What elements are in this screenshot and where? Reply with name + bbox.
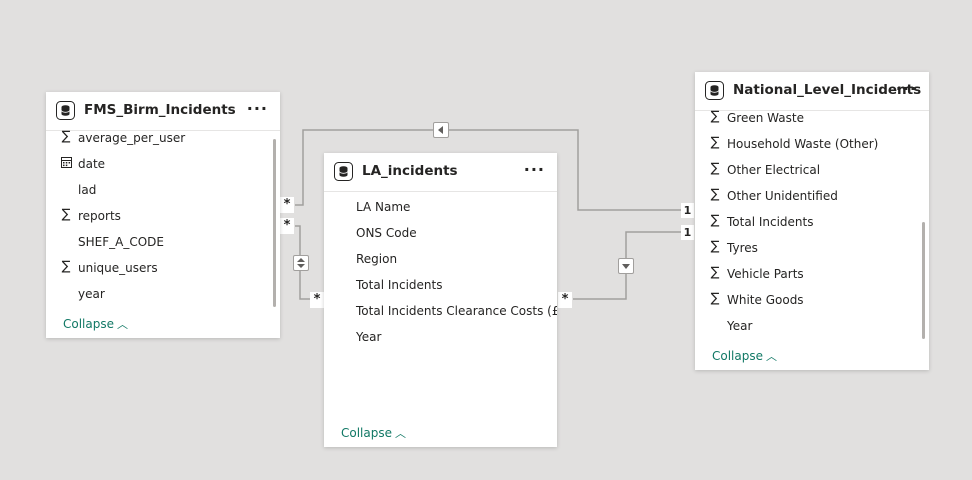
field-label: reports — [78, 209, 121, 223]
field-label: unique_users — [78, 261, 158, 275]
field-item[interactable]: SHEF_A_CODE — [46, 229, 280, 255]
field-label: Other Unidentified — [727, 189, 838, 203]
field-label: Other Electrical — [727, 163, 821, 177]
scrollbar[interactable] — [273, 139, 276, 307]
field-item[interactable]: date — [46, 151, 280, 177]
table-card-header[interactable]: National_Level_Incidents ··· — [695, 72, 929, 111]
field-item[interactable]: LA Name — [324, 194, 557, 220]
sigma-icon: ∑ — [710, 291, 720, 306]
table-icon — [334, 162, 353, 181]
field-item[interactable]: Year — [324, 324, 557, 350]
field-label: Total Incidents Clearance Costs (£) — [356, 304, 557, 318]
field-label: date — [78, 157, 106, 171]
table-icon — [56, 101, 75, 120]
field-item[interactable]: Total Incidents — [324, 272, 557, 298]
field-item[interactable]: ∑ reports — [46, 203, 280, 229]
filter-direction-down-icon[interactable] — [618, 258, 634, 274]
field-label: Year — [727, 319, 753, 333]
field-item[interactable]: ∑ Total Incidents — [695, 209, 929, 235]
field-label: White Goods — [727, 293, 804, 307]
table-title: FMS_Birm_Incidents — [84, 102, 236, 118]
collapse-button[interactable]: Collapse︿ — [63, 316, 128, 332]
table-card-la-incidents[interactable]: LA_incidents ··· LA Name ONS Code Region… — [324, 153, 557, 447]
table-card-fms-birm-incidents[interactable]: FMS_Birm_Incidents ··· ∑ average_per_user… — [46, 92, 280, 338]
table-card-national-level-incidents[interactable]: National_Level_Incidents ··· ∑ Green Wast… — [695, 72, 929, 370]
field-label: Year — [356, 330, 382, 344]
field-item[interactable]: year — [46, 281, 280, 307]
field-label: ONS Code — [356, 226, 417, 240]
field-label: Total Incidents — [727, 215, 814, 229]
sigma-icon: ∑ — [61, 259, 71, 274]
filter-direction-bidirectional-icon[interactable] — [293, 255, 309, 271]
sigma-icon: ∑ — [710, 135, 720, 150]
field-label: LA Name — [356, 200, 411, 214]
collapse-label: Collapse — [341, 426, 392, 440]
filter-direction-left-icon[interactable] — [433, 122, 449, 138]
sigma-icon: ∑ — [710, 187, 720, 202]
field-item[interactable]: ∑ Vehicle Parts — [695, 261, 929, 287]
field-label: Green Waste — [727, 111, 804, 125]
field-item[interactable]: ∑ Household Waste (Other) — [695, 131, 929, 157]
sigma-icon: ∑ — [710, 109, 720, 124]
field-label: Tyres — [727, 241, 758, 255]
table-icon — [705, 81, 724, 100]
field-item[interactable]: ∑ unique_users — [46, 255, 280, 281]
field-label: lad — [78, 183, 97, 197]
table-card-header[interactable]: FMS_Birm_Incidents ··· — [46, 92, 280, 131]
field-item[interactable]: ∑ Green Waste — [695, 105, 929, 131]
sigma-icon: ∑ — [61, 207, 71, 222]
field-item[interactable]: Total Incidents Clearance Costs (£) — [324, 298, 557, 324]
field-item[interactable]: lad — [46, 177, 280, 203]
field-item[interactable]: ∑ Other Unidentified — [695, 183, 929, 209]
sigma-icon: ∑ — [61, 129, 71, 144]
field-label: Household Waste (Other) — [727, 137, 879, 151]
field-item[interactable]: Year — [695, 313, 929, 339]
more-options-icon[interactable]: ··· — [523, 160, 545, 179]
scrollbar[interactable] — [922, 222, 925, 339]
field-item[interactable]: ∑ White Goods — [695, 287, 929, 313]
sigma-icon: ∑ — [710, 161, 720, 176]
sigma-icon: ∑ — [710, 239, 720, 254]
chevron-up-icon: ︿ — [395, 427, 406, 440]
chevron-up-icon: ︿ — [117, 318, 128, 331]
field-label: Vehicle Parts — [727, 267, 804, 281]
more-options-icon[interactable]: ··· — [246, 99, 268, 118]
field-list: LA Name ONS Code Region Total Incidents … — [324, 194, 557, 354]
calendar-icon — [60, 155, 72, 172]
table-title: LA_incidents — [362, 163, 458, 179]
cardinality-one-national-bottom: 1 — [681, 225, 694, 240]
table-card-header[interactable]: LA_incidents ··· — [324, 153, 557, 192]
cardinality-many-la-left: * — [310, 292, 324, 308]
table-title: National_Level_Incidents — [733, 82, 922, 98]
chevron-up-icon: ︿ — [766, 350, 777, 363]
field-item[interactable]: ∑ Tyres — [695, 235, 929, 261]
more-options-icon[interactable]: ··· — [895, 79, 917, 98]
field-item[interactable]: Region — [324, 246, 557, 272]
collapse-button[interactable]: Collapse︿ — [712, 348, 777, 364]
field-label: average_per_user — [78, 131, 186, 145]
field-list: ∑ Green Waste ∑ Household Waste (Other) ∑ O… — [695, 105, 929, 340]
cardinality-many-fms-bottom: * — [280, 218, 294, 234]
cardinality-many-la-right: * — [558, 292, 572, 308]
sigma-icon: ∑ — [710, 265, 720, 280]
field-label: year — [78, 287, 105, 301]
cardinality-many-fms-top: * — [280, 197, 294, 213]
field-item[interactable]: ∑ average_per_user — [46, 125, 280, 151]
collapse-label: Collapse — [712, 349, 763, 363]
field-list: ∑ average_per_user date lad ∑ reports SHEF… — [46, 125, 280, 310]
sigma-icon: ∑ — [710, 213, 720, 228]
field-label: Total Incidents — [356, 278, 443, 292]
field-label: Region — [356, 252, 398, 266]
field-label: SHEF_A_CODE — [78, 235, 164, 249]
field-item[interactable]: ∑ Other Electrical — [695, 157, 929, 183]
collapse-label: Collapse — [63, 317, 114, 331]
field-item[interactable]: ONS Code — [324, 220, 557, 246]
cardinality-one-national-top: 1 — [681, 203, 694, 218]
collapse-button[interactable]: Collapse︿ — [341, 425, 406, 441]
